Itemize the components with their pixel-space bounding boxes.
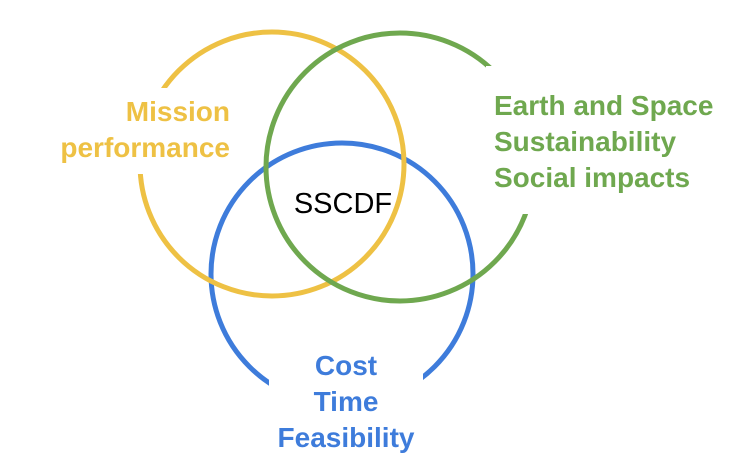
label-line: Earth and Space [494, 90, 714, 121]
label-line: Feasibility [277, 422, 415, 453]
label-mission-performance: Mission performance [18, 88, 238, 174]
center-label: SSCDF [293, 188, 393, 220]
label-line: Cost [314, 350, 378, 381]
label-line: performance [60, 132, 230, 163]
label-line: Sustainability [494, 126, 677, 157]
label-earth-space-sustainability: Earth and Space Sustainability Social im… [486, 66, 742, 214]
label-line: Time [313, 386, 379, 417]
label-line: Social impacts [494, 162, 691, 193]
label-line: Mission [125, 96, 230, 127]
label-cost-time-feasibility: Cost Time Feasibility [269, 342, 423, 468]
